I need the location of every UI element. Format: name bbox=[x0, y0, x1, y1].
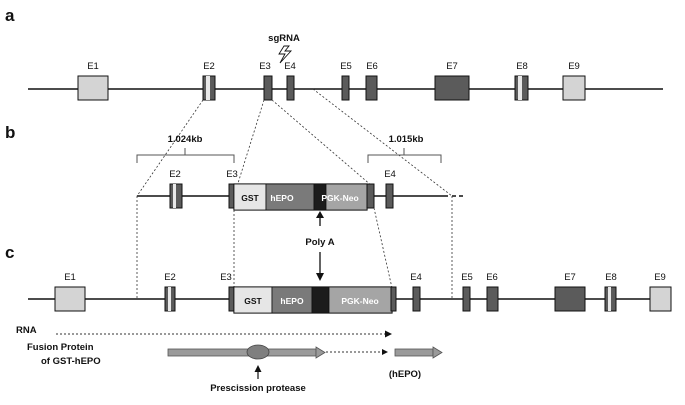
exon-a-e1 bbox=[77, 75, 109, 101]
exon-c-e4-label: E4 bbox=[410, 272, 422, 283]
exon-c-e1-label: E1 bbox=[64, 272, 76, 283]
exon-a-e4 bbox=[286, 75, 295, 101]
exon-a-e4-label: E4 bbox=[284, 61, 296, 72]
cassette-b-pgk-neo-label: PGK-Neo bbox=[321, 193, 358, 203]
poly-a-down-arrow-head bbox=[316, 273, 324, 281]
exon-c-e3-label: E3 bbox=[220, 272, 232, 283]
cassette-c-poly-a bbox=[311, 286, 330, 314]
guide-a-b-1 bbox=[136, 99, 204, 197]
guide-a-b-2 bbox=[233, 99, 265, 197]
cassette-c-pgk-neo-label: PGK-Neo bbox=[341, 296, 378, 306]
exon-c-e9-label: E9 bbox=[654, 272, 666, 283]
fusion-protein-arrow-head bbox=[315, 346, 326, 359]
cassette-c-hepo bbox=[271, 286, 313, 314]
guide-a-b-4 bbox=[312, 88, 453, 197]
cassette-b-gst bbox=[233, 183, 267, 211]
exon-b-e2-label: E2 bbox=[169, 169, 181, 180]
cassette-b-hepo-label: hEPO bbox=[270, 193, 294, 203]
exon-c-e3-right bbox=[390, 286, 397, 312]
right-homology-brace bbox=[367, 148, 442, 163]
fusion-protein-label-1: Fusion Protein bbox=[27, 342, 94, 353]
protease-site-ellipse bbox=[246, 344, 270, 360]
exon-c-e7 bbox=[554, 286, 586, 312]
exon-a-e8-stripe bbox=[518, 76, 522, 100]
exon-c-e8-label: E8 bbox=[605, 272, 617, 283]
exon-a-e5 bbox=[341, 75, 350, 101]
exon-a-e9-label: E9 bbox=[568, 61, 580, 72]
exon-c-e6 bbox=[486, 286, 499, 312]
left-homology-label: 1.024kb bbox=[168, 134, 203, 145]
exon-a-e3-label: E3 bbox=[259, 61, 271, 72]
exon-c-e6-label: E6 bbox=[486, 272, 498, 283]
exon-a-e2-label: E2 bbox=[203, 61, 215, 72]
protease-arrow-head bbox=[254, 365, 262, 372]
exon-c-e9 bbox=[649, 286, 672, 312]
exon-b-e3-right bbox=[366, 183, 375, 209]
exon-b-e2-stripe bbox=[173, 184, 176, 208]
left-homology-brace bbox=[136, 148, 235, 163]
protease-label: Prescission protease bbox=[210, 383, 306, 394]
hepo-product-bar bbox=[394, 348, 434, 357]
exon-a-e7 bbox=[434, 75, 470, 101]
rna-arrow-head bbox=[385, 330, 392, 338]
exon-c-e1 bbox=[54, 286, 86, 312]
exon-b-e3-label: E3 bbox=[226, 169, 238, 180]
panel-c-label: c bbox=[5, 243, 14, 262]
exon-c-e7-label: E7 bbox=[564, 272, 576, 283]
cassette-b-hepo bbox=[265, 183, 315, 211]
exon-a-e3 bbox=[263, 75, 273, 101]
exon-a-e2-stripe bbox=[206, 76, 210, 100]
exon-a-e8-label: E8 bbox=[516, 61, 528, 72]
guide-b-c-3 bbox=[373, 207, 393, 289]
exon-a-e6 bbox=[365, 75, 378, 101]
rna-label: RNA bbox=[16, 325, 37, 336]
cassette-b-pgk-neo bbox=[325, 183, 368, 211]
cassette-b-gst-label: GST bbox=[241, 193, 259, 203]
exon-a-e6-label: E6 bbox=[366, 61, 378, 72]
exon-c-e5 bbox=[462, 286, 471, 312]
sgrna-label: sgRNA bbox=[268, 33, 300, 44]
hepo-product-label: (hEPO) bbox=[389, 369, 421, 380]
poly-a-up-arrow-head bbox=[316, 211, 324, 218]
lightning-bolt-icon bbox=[278, 45, 293, 64]
exon-c-e2-stripe bbox=[168, 287, 171, 311]
panel-a-label: a bbox=[5, 6, 15, 25]
exon-c-e2-label: E2 bbox=[164, 272, 176, 283]
cassette-c-gst bbox=[233, 286, 273, 314]
cassette-c-gst-label: GST bbox=[244, 296, 262, 306]
cleavage-arrow-head bbox=[382, 349, 388, 355]
guide-a-b-3 bbox=[271, 99, 373, 187]
exon-a-e7-label: E7 bbox=[446, 61, 458, 72]
hepo-product-arrow-head bbox=[432, 346, 443, 359]
cassette-c-pgk-neo bbox=[328, 286, 393, 314]
exon-b-e4 bbox=[385, 183, 394, 209]
exon-c-e8-stripe bbox=[608, 287, 611, 311]
fusion-protein-label-2: of GST-hEPO bbox=[41, 356, 101, 367]
exon-a-e1-label: E1 bbox=[87, 61, 99, 72]
exon-c-e4 bbox=[412, 286, 421, 312]
exon-a-e9 bbox=[562, 75, 586, 101]
panel-b-label: b bbox=[5, 123, 15, 142]
cassette-c-hepo-label: hEPO bbox=[280, 296, 304, 306]
exon-c-e5-label: E5 bbox=[461, 272, 473, 283]
exon-b-e4-label: E4 bbox=[384, 169, 396, 180]
poly-a-label: Poly A bbox=[305, 237, 334, 248]
right-homology-label: 1.015kb bbox=[389, 134, 424, 145]
exon-a-e5-label: E5 bbox=[340, 61, 352, 72]
fusion-protein-bar bbox=[167, 348, 317, 357]
